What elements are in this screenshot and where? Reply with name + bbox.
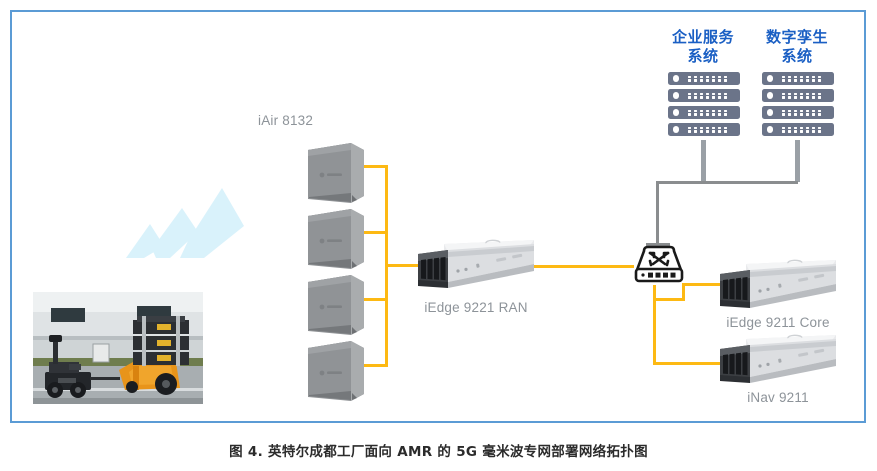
- port-led-array-icon: [688, 109, 734, 116]
- port-led-array-icon: [782, 109, 828, 116]
- heading-line-2: 系统: [687, 47, 719, 65]
- access-point-iair-8132[interactable]: [305, 140, 367, 206]
- wireless-signal-icon: [126, 186, 244, 258]
- access-point-iair-8132[interactable]: [305, 206, 367, 272]
- network-switch[interactable]: [631, 243, 687, 287]
- rack-server-icon: [720, 334, 836, 383]
- rack-server-icon: [418, 239, 534, 288]
- orange-link-bus-to-ran: [385, 264, 418, 267]
- heading-enterprise-service-system: 企业服务 系统: [657, 28, 749, 66]
- orange-link-switch-downlink: [653, 285, 656, 365]
- server-iedge-9221-ran[interactable]: [414, 238, 538, 305]
- label-iedge-9211-core: iEdge 9211 Core: [726, 315, 830, 330]
- access-point-group-label: iAir 8132: [258, 113, 314, 128]
- access-point-iair-8132[interactable]: [305, 338, 367, 404]
- server-stack-enterprise-service: [668, 72, 740, 140]
- access-point-icon: [308, 275, 364, 335]
- server-unit: [668, 106, 740, 119]
- access-point-icon: [308, 209, 364, 269]
- port-led-array-icon: [688, 92, 734, 99]
- label-iedge-9221-ran: iEdge 9221 RAN: [424, 300, 528, 315]
- label-inav-9211: iNav 9211: [747, 390, 809, 405]
- server-unit: [762, 89, 834, 102]
- port-led-array-icon: [782, 75, 828, 82]
- port-led-array-icon: [782, 92, 828, 99]
- access-point-icon: [308, 341, 364, 401]
- status-led-icon: [767, 109, 774, 116]
- port-led-array-icon: [782, 126, 828, 133]
- figure-caption: 图 4. 英特尔成都工厂面向 AMR 的 5G 毫米波专网部署网络拓扑图: [229, 444, 648, 460]
- server-unit: [762, 123, 834, 136]
- amr-robot-photo: [33, 292, 203, 404]
- port-led-array-icon: [688, 75, 734, 82]
- orange-link-ap4-stub: [362, 364, 388, 367]
- server-unit: [668, 123, 740, 136]
- orange-link-ap2-stub: [362, 231, 388, 234]
- server-unit: [668, 89, 740, 102]
- orange-link-core-branch-h2: [682, 283, 722, 286]
- orange-link-core-branch-h1: [653, 298, 685, 301]
- gray-link-backbone-horizontal: [656, 181, 798, 184]
- status-led-icon: [767, 75, 774, 82]
- switch-crossing-arrows-icon: [634, 245, 684, 283]
- orange-link-to-inav: [653, 362, 722, 365]
- server-inav-9211[interactable]: [716, 333, 840, 400]
- server-unit: [762, 72, 834, 85]
- stack-stand: [795, 140, 800, 182]
- orange-link-core-branch-v: [682, 283, 685, 301]
- stack-stand: [701, 140, 706, 182]
- status-led-icon: [673, 109, 680, 116]
- access-point-iair-8132[interactable]: [305, 272, 367, 338]
- status-led-icon: [767, 92, 774, 99]
- server-unit: [668, 72, 740, 85]
- status-led-icon: [767, 126, 774, 133]
- server-stack-digital-twin: [762, 72, 834, 140]
- orange-link-ap1-stub: [362, 165, 388, 168]
- orange-link-ap3-stub: [362, 298, 388, 301]
- gray-link-switch-uplink: [656, 181, 659, 245]
- port-led-array-icon: [688, 126, 734, 133]
- heading-digital-twin-system: 数字孪生 系统: [751, 28, 843, 66]
- status-led-icon: [673, 126, 680, 133]
- status-led-icon: [673, 75, 680, 82]
- heading-line-1: 数字孪生: [765, 28, 828, 46]
- access-point-icon: [308, 143, 364, 203]
- status-led-icon: [673, 92, 680, 99]
- heading-line-2: 系统: [781, 47, 813, 65]
- server-unit: [762, 106, 834, 119]
- heading-line-1: 企业服务: [671, 28, 734, 46]
- server-iedge-9211-core[interactable]: [716, 258, 840, 325]
- gray-link-switch-top-base: [646, 243, 670, 246]
- orange-link-ran-to-switch: [534, 265, 634, 268]
- rack-server-icon: [720, 259, 836, 308]
